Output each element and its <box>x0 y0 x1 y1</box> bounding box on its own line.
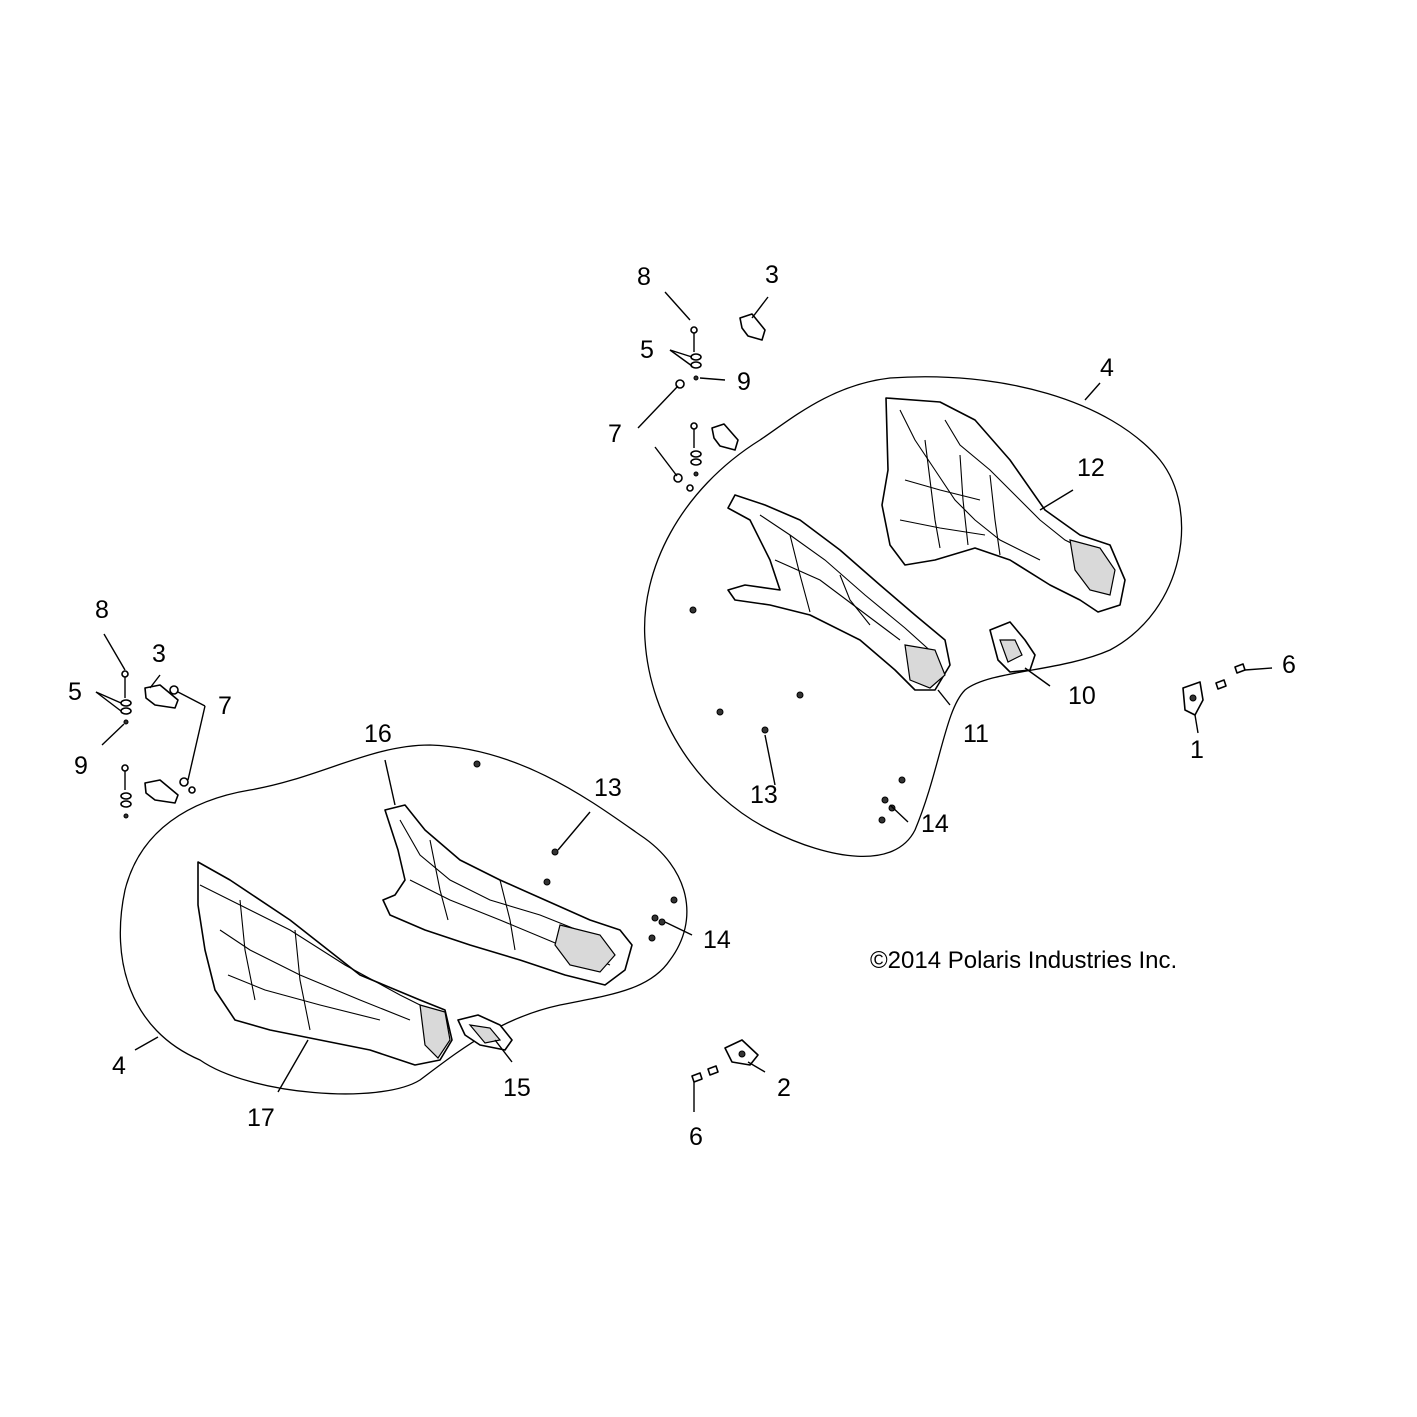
callout-6-left: 6 <box>689 1123 703 1151</box>
callout-7-upper: 7 <box>608 420 622 448</box>
callout-3-upper: 3 <box>765 261 779 289</box>
callout-2: 2 <box>777 1074 791 1102</box>
callout-5-upper: 5 <box>640 336 654 364</box>
callout-4-upper: 4 <box>1100 354 1114 382</box>
latch-right <box>989 621 1036 673</box>
latch-left <box>457 1014 513 1051</box>
callout-8-lower: 8 <box>95 596 109 624</box>
callout-labels: 8 3 5 9 7 4 12 10 11 6 1 13 14 8 3 5 7 9… <box>68 261 1296 1151</box>
screw-right-hinge <box>1215 663 1246 690</box>
callout-15: 15 <box>503 1074 531 1102</box>
door-frame-left <box>382 804 633 986</box>
callout-9-lower: 9 <box>74 752 88 780</box>
left-door-assembly-outline <box>119 744 688 1095</box>
callout-13-right: 13 <box>750 781 778 809</box>
screw-left-hinge <box>691 1065 719 1083</box>
callout-11: 11 <box>963 720 989 748</box>
callout-12: 12 <box>1077 454 1105 482</box>
callout-8-upper: 8 <box>637 263 651 291</box>
lower-hinge-hardware <box>120 670 196 819</box>
hinge-left <box>724 1039 759 1066</box>
outer-door-panel-left <box>197 861 453 1066</box>
callout-1: 1 <box>1190 736 1204 764</box>
screws-right-door <box>689 606 906 824</box>
callout-5-lower: 5 <box>68 678 82 706</box>
callout-13-left: 13 <box>594 774 622 802</box>
callout-17: 17 <box>247 1104 275 1132</box>
callout-10: 10 <box>1068 682 1096 710</box>
upper-hinge-hardware <box>673 313 766 492</box>
callout-6-right: 6 <box>1282 651 1296 679</box>
copyright-notice: ©2014 Polaris Industries Inc. <box>870 947 1177 974</box>
right-door-assembly-outline <box>643 376 1183 857</box>
inner-door-panel-right <box>881 397 1126 613</box>
callout-9-upper: 9 <box>737 368 751 396</box>
callout-16: 16 <box>364 720 392 748</box>
callout-14-right: 14 <box>921 810 949 838</box>
callout-4-lower: 4 <box>112 1052 126 1080</box>
callout-7-lower: 7 <box>218 692 232 720</box>
door-frame-right <box>727 494 951 691</box>
hinge-right <box>1182 681 1204 716</box>
screws-left-door <box>473 760 678 942</box>
callout-3-lower: 3 <box>152 640 166 668</box>
leader-lines <box>95 291 1273 1112</box>
callout-14-left: 14 <box>703 926 731 954</box>
